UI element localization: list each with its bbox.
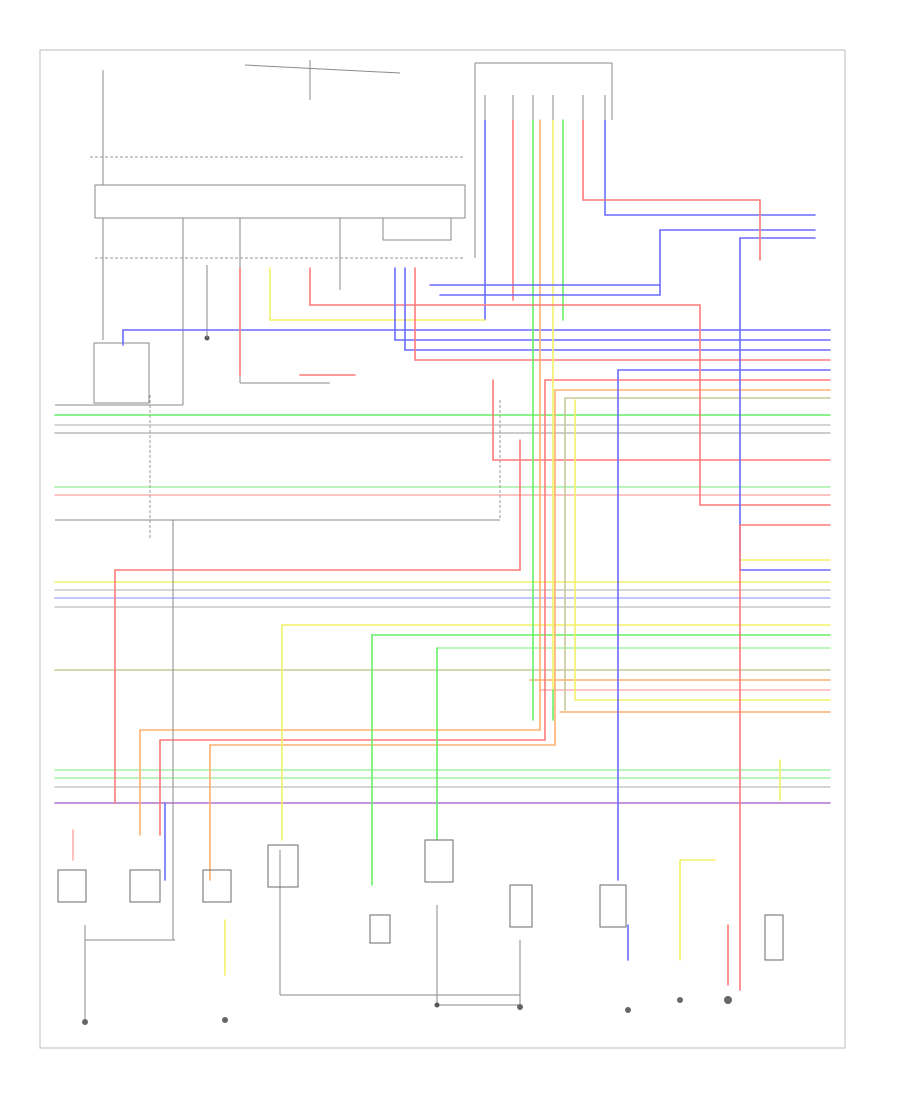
motor-left-3 (202, 869, 232, 903)
lower-drops (72, 439, 781, 986)
sensor-box (93, 342, 150, 404)
switch-box-2 (424, 839, 454, 883)
horizontal-bus-wires (54, 329, 831, 804)
ground-terminal-3 (517, 1004, 523, 1010)
control-module-box (94, 184, 466, 219)
vertical-risers (122, 119, 816, 991)
relay-box (382, 217, 452, 241)
ground-terminal-2 (222, 1017, 228, 1023)
motor-left-1 (57, 869, 87, 903)
ground-returns (55, 395, 521, 1020)
lamp-terminal (724, 996, 732, 1004)
ground-splice (434, 1002, 440, 1008)
top-power-section (55, 60, 613, 406)
actuator-box (599, 884, 627, 928)
motor-left-2 (129, 869, 161, 903)
components (57, 839, 784, 961)
switch-box-3 (509, 884, 533, 928)
ground-terminal-4 (625, 1007, 631, 1013)
switch-box-1 (267, 844, 299, 888)
ground-terminals (82, 996, 732, 1025)
sensor-center (369, 914, 391, 944)
ground-terminal-5 (677, 997, 683, 1003)
top-connector-pins (484, 95, 606, 120)
ground-terminal-1 (82, 1019, 88, 1025)
sensor-right (764, 914, 784, 961)
diagram-frame (39, 49, 846, 1049)
